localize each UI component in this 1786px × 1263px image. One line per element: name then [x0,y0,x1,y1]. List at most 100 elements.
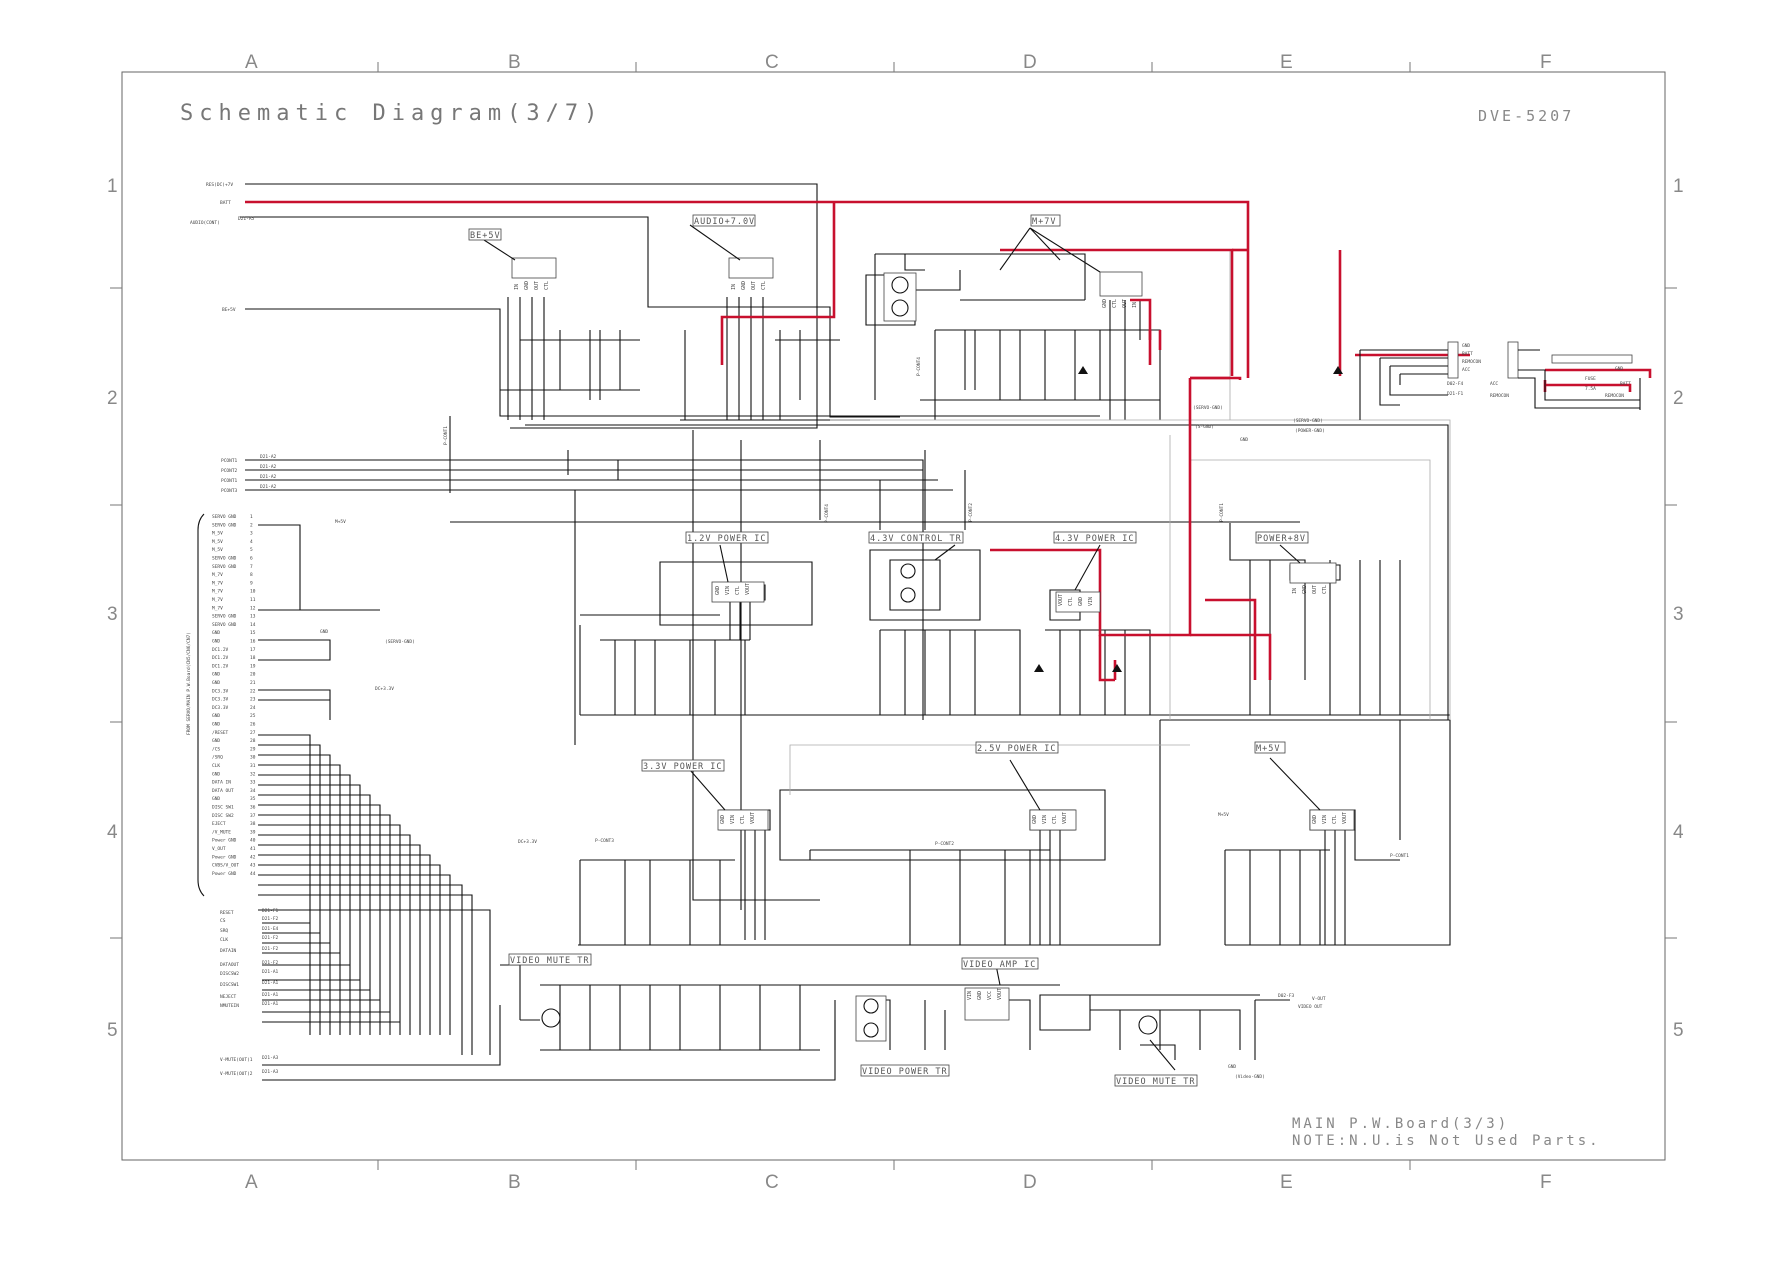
grid-row-left-5: 5 [107,1020,118,1041]
net-d02-f3: D02-F3 [1278,993,1295,999]
connector-pin: Power GND [212,871,237,877]
ic-pin-m5v-1: VIN [1322,815,1328,824]
connector-pin: DISC SW2 [212,813,234,819]
net-servo-gnd: (SERVO-GND) [1193,405,1223,411]
ic-pin-p43v-2: GND [1078,597,1084,606]
bottom-port-ref-0: D21-F1 [262,908,279,914]
connector-pin: /RESET [212,730,229,736]
ic-pin-be5v-2: OUT [534,281,540,290]
bottom-port-ref-3: D21-F2 [262,935,279,941]
grid-col-bottom-F: F [1540,1172,1552,1193]
connector-pin: SERVO GND [212,514,237,520]
bottom-port-2: SRQ [220,928,228,934]
bottom-port-11: V-MUTE(OUT)2 [220,1071,253,1077]
connector-pin: DC1.2V [212,655,229,661]
connector-pin: DC1.2V [212,663,229,669]
connector-pin: M_7V [212,580,223,586]
net-servo-gnd-2: (SERVO-GND) [1293,418,1323,424]
bottom-port-6: DISCSW2 [220,971,239,977]
footer-note: NOTE:N.U.is Not Used Parts. [1292,1133,1601,1149]
connector-pin: DC3.3V [212,705,229,711]
connector-pin: /CS [212,746,220,752]
connector-bracket [197,513,205,897]
ic-pin-m7v-3: IN [1132,302,1138,308]
bottom-port-ref-5: D21-F2 [262,960,279,966]
connector-pin-number: 43 [250,863,256,869]
connector-pin: M_7V [212,605,223,611]
connector-pin-number: 34 [250,788,256,794]
grid-col-top-D: D [1023,52,1037,73]
ic-pin-be5v-1: GND [524,281,530,290]
fuse-label: FUSE [1585,376,1596,382]
connector-pin-number: 7 [250,564,253,570]
connector-pin: SERVO GND [212,522,237,528]
label-m5v: M+5V [1256,744,1280,754]
net-labels: (SERVO-GND) (S-GND) (SERVO-GND) (POWER-G… [443,357,1409,1080]
connector-pin-number: 40 [250,838,256,844]
label-p12v: 1.2V POWER IC [687,534,767,544]
label-video-mute-1: VIDEO MUTE TR [510,956,590,966]
grid-col-bottom-B: B [508,1172,521,1193]
connector-pin: M_7V [212,572,223,578]
connector-pin-number: 26 [250,722,256,728]
pcont-ref-3: D21-A2 [260,484,277,490]
ic-audio7v [728,257,774,279]
net-pcont4: P-CONT4 [916,357,922,376]
connector-pin-number: 31 [250,763,256,769]
label-audio7v: AUDIO+7.0V [694,217,755,227]
bottom-port-ref-9: D21-A1 [262,1001,279,1007]
ic-pin-video_amp-1: GND [977,991,983,1000]
bottom-port-ref-4: D21-F2 [262,946,279,952]
fuse-rating: 7.5A [1585,386,1596,392]
ic-pin-p33v-2: CTL [740,815,746,824]
net-pcont1: P-CONT1 [443,426,449,445]
label-p33v: 3.3V POWER IC [643,762,723,772]
port-be5v: BE+5V [222,307,236,313]
connector-pin: GND [212,796,220,802]
ic-pin-m5v-2: CTL [1332,815,1338,824]
grid-row-left-2: 2 [107,388,118,409]
connector-pin-number: 6 [250,556,253,562]
ic-p43v [1055,591,1101,613]
connector-pin: SERVO GND [212,556,237,562]
ic-pin-be5v-3: CTL [544,281,550,290]
connector-pin-number: 21 [250,680,256,686]
connector-pin-number: 29 [250,746,256,752]
connector-pin: M_7V [212,597,223,603]
ic-pin-p25v-0: GND [1032,815,1038,824]
rc-pin-batt: BATT [1462,351,1473,357]
grid-row-right-5: 5 [1673,1020,1684,1041]
label-power8v: POWER+8V [1257,534,1306,544]
connector-pin: CVBS/V_OUT [212,863,239,869]
connector-pin: Power GND [212,854,237,860]
label-be5v: BE+5V [470,231,501,241]
ic-boxes [511,257,1355,1021]
rc-out-acc: ACC [1490,381,1498,387]
connector-pin: CLK [212,763,220,769]
connector-pin-number: 12 [250,605,256,611]
grid-col-bottom-E: E [1280,1172,1293,1193]
ic-pin-power8v-0: IN [1292,588,1298,594]
ic-pin-audio7v-2: OUT [751,281,757,290]
ic-pin-p12v-2: CTL [735,586,741,595]
bottom-port-ref-6: D21-A1 [262,969,279,975]
connector-pin: DISC SW1 [212,805,234,811]
bottom-port-5: DATAOUT [220,962,239,968]
grid-col-bottom-D: D [1023,1172,1037,1193]
grid-row-right-2: 2 [1673,388,1684,409]
connector-side-labels: M+5V GND (SERVO-GND) DC+3.3V [320,519,415,692]
connector-pin-number: 41 [250,846,256,852]
port-audio-cont: AUDIO(CONT) [190,220,220,226]
connector-pin: /V_MUTE [212,829,231,835]
pcont-port-0: PCONT1 [221,458,238,464]
connector-pin-number: 2 [250,522,253,528]
net-pcont3: P-CONT3 [595,838,614,844]
ic-video-amp [964,987,1010,1021]
ic-pin-p43v-1: CTL [1068,597,1074,606]
grid-col-top-F: F [1540,52,1552,73]
ic-p12v [711,581,765,603]
connector-vertical-label: FROM SERVO/MAIN P.W.Board(CN5/CN6/CN7) [186,632,192,735]
net-s-gnd: (S-GND) [1195,424,1214,430]
